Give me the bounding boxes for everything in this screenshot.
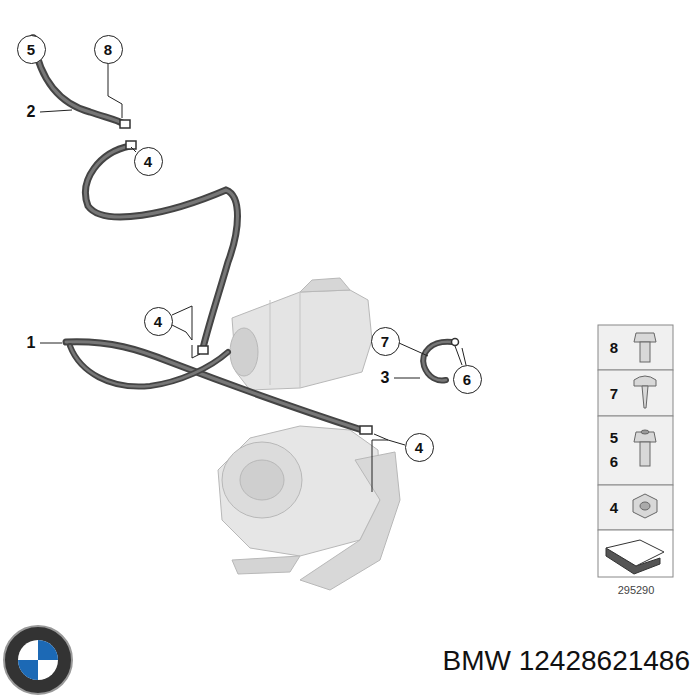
callout-number: 7 <box>381 334 389 349</box>
leader-line <box>33 36 466 492</box>
table-number: 7 <box>610 386 618 401</box>
callout-number: 8 <box>104 42 112 57</box>
battery-cable <box>34 42 452 430</box>
callout-number: 5 <box>27 42 35 57</box>
starter-motor <box>230 278 372 390</box>
callout-number: 6 <box>463 372 471 387</box>
fastener-table <box>598 325 673 577</box>
callout-number: 4 <box>415 440 423 455</box>
callout-number: 4 <box>144 154 152 169</box>
table-number: 6 <box>610 454 618 469</box>
callout-circle: 4 <box>144 307 173 336</box>
part-number: 3 <box>379 370 392 386</box>
table-number: 5 <box>610 430 618 445</box>
part-number: 1 <box>25 335 38 351</box>
table-number: 8 <box>610 340 618 355</box>
callout-circle: 6 <box>453 365 482 394</box>
callout-number: 4 <box>154 314 162 329</box>
part-number: 2 <box>25 104 38 120</box>
fastener-icon <box>606 333 664 574</box>
alternator <box>218 426 400 590</box>
part-reference: BMW 12428621486 <box>442 647 690 675</box>
drawing-number: 295290 <box>618 585 655 596</box>
cable-terminal <box>29 35 459 434</box>
table-number: 4 <box>610 500 618 515</box>
callout-circle: 7 <box>371 327 400 356</box>
callout-circle: 4 <box>134 147 163 176</box>
brand-logo <box>4 626 72 694</box>
callout-circle: 4 <box>405 433 434 462</box>
callout-circle: 8 <box>94 35 123 64</box>
callout-circle: 5 <box>17 35 46 64</box>
